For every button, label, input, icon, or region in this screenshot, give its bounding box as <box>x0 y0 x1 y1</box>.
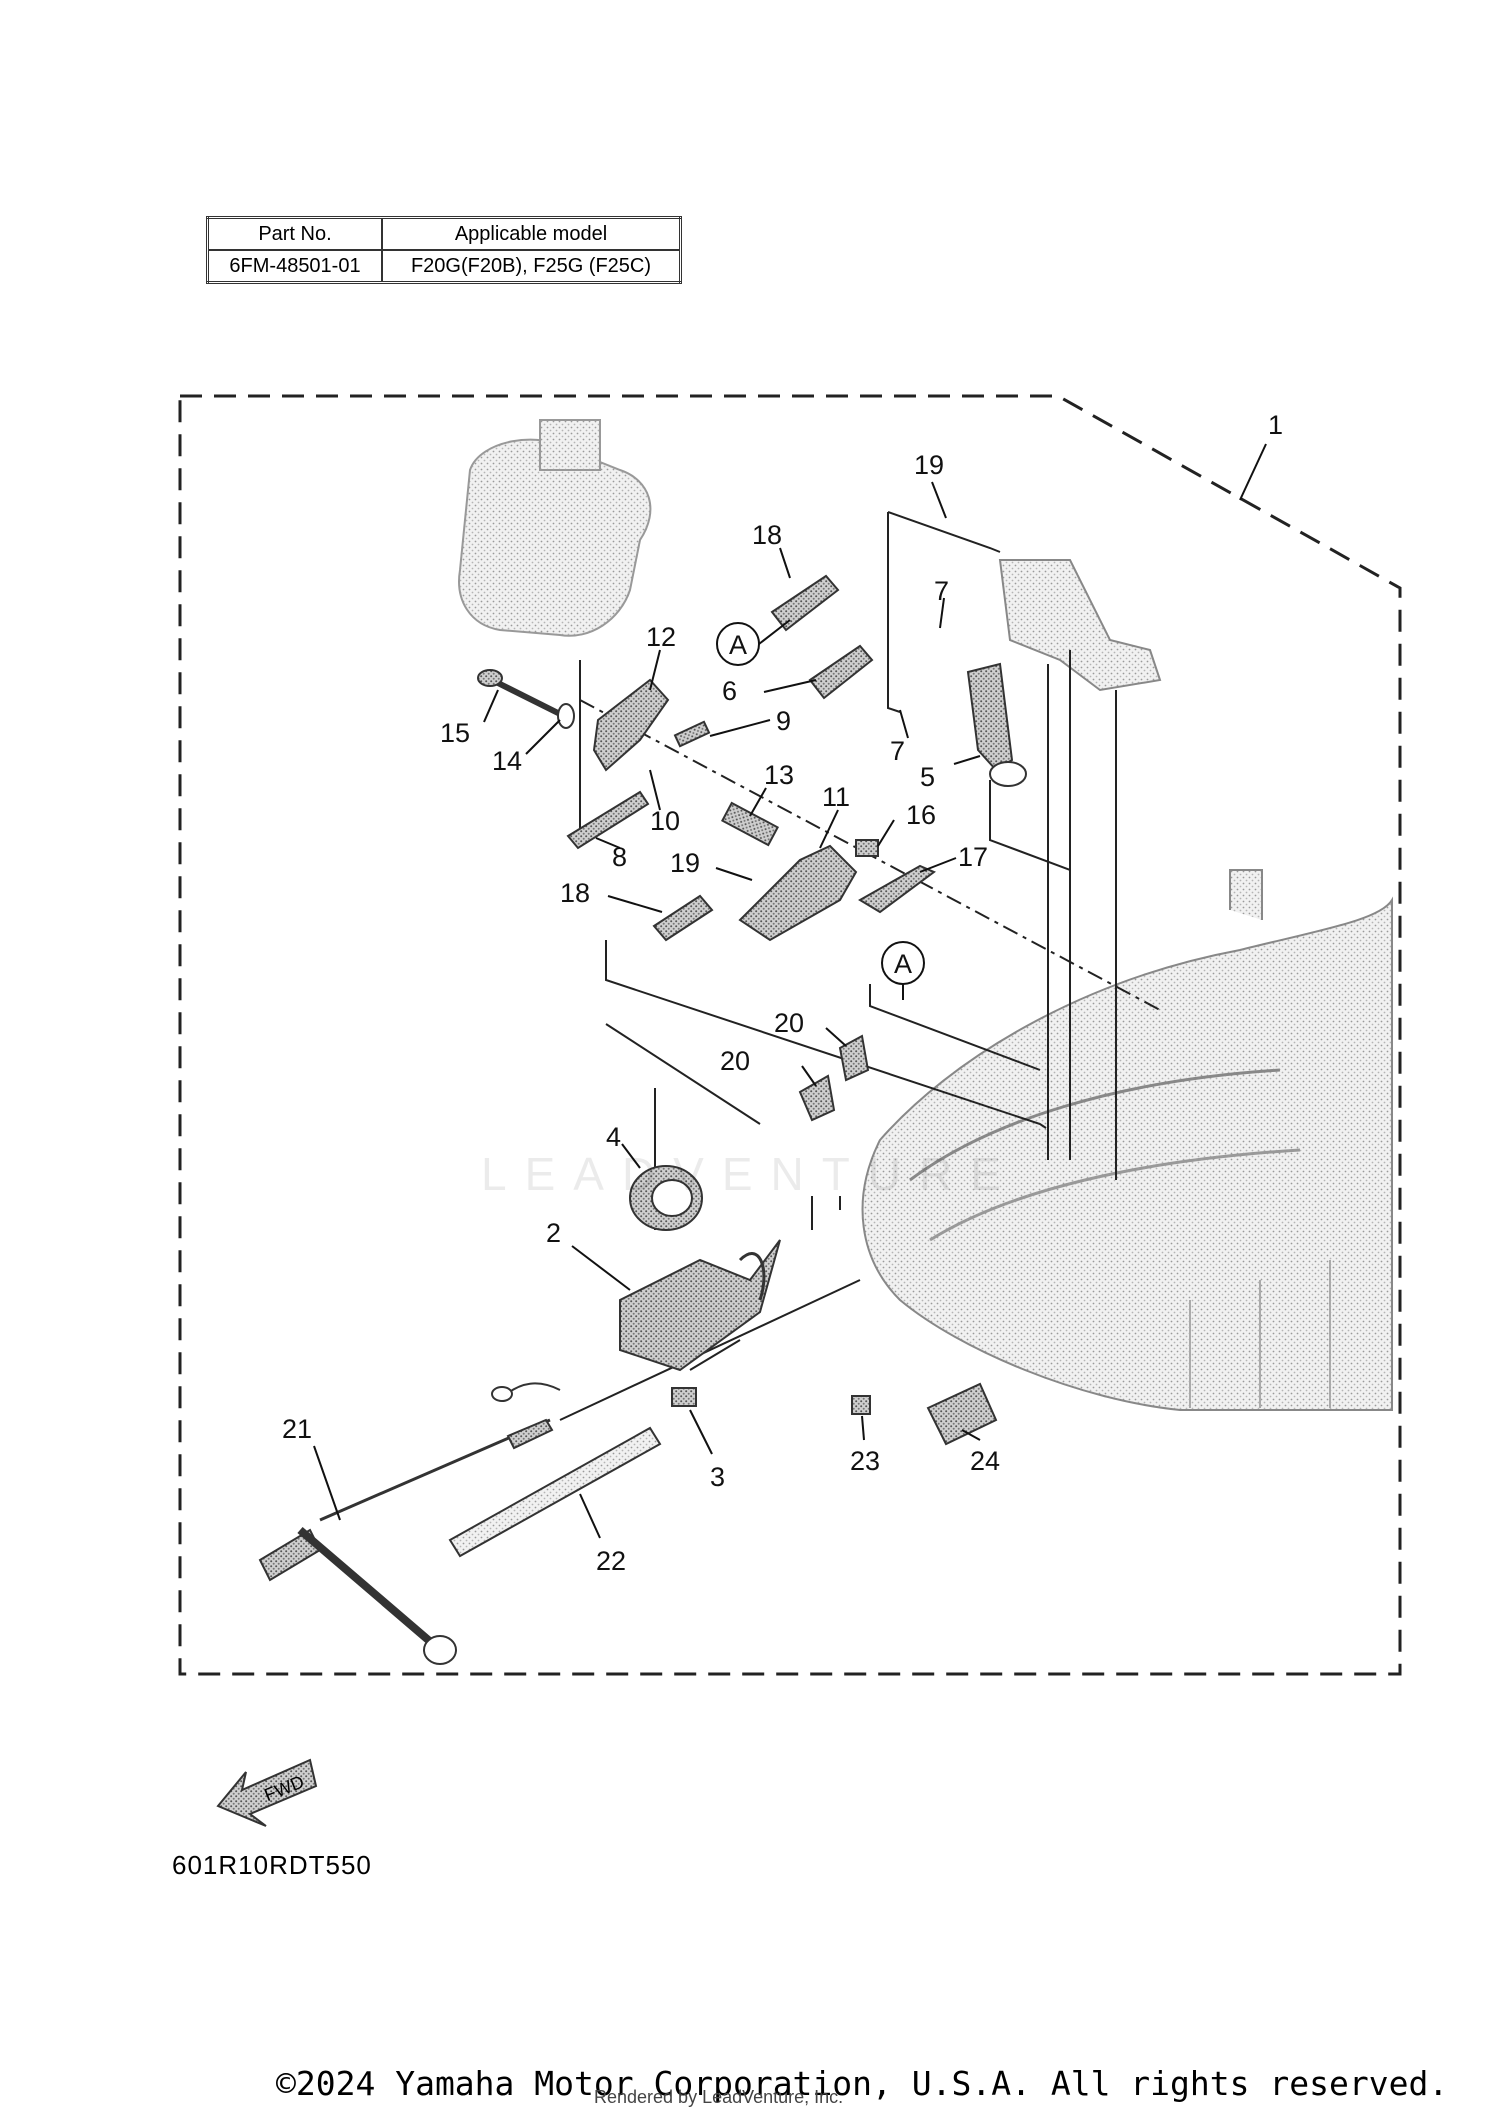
callout-7a: 7 <box>934 576 949 606</box>
watermark-text: LEADVENTURE <box>481 1148 1019 1200</box>
reference-a-marker-1: A <box>716 619 791 666</box>
callout-1: 1 <box>1268 410 1283 440</box>
table-header-row: Part No. Applicable model <box>206 216 682 251</box>
cell-part-no: 6FM-48501-01 <box>206 249 383 284</box>
part-8-link <box>566 790 650 850</box>
drawing-code: 601R10RDT550 <box>172 1850 372 1880</box>
callout-7b: 7 <box>890 736 905 766</box>
callout-10: 10 <box>650 806 680 836</box>
part-15-bolt <box>477 669 562 717</box>
callout-16: 16 <box>906 800 936 830</box>
callout-leaders <box>313 443 1267 1539</box>
header-part-no: Part No. <box>206 216 383 251</box>
rendered-by-notice: Rendered by LeadVenture, Inc. <box>594 2087 844 2107</box>
part-6 <box>808 644 874 700</box>
part-14-washer <box>557 703 575 729</box>
forward-arrow: FWD <box>216 1758 318 1827</box>
part-4-seal <box>629 1165 703 1231</box>
throttle-link-rod <box>998 559 1162 692</box>
part-22-rod <box>448 1426 662 1558</box>
bottom-cowling <box>861 869 1393 1411</box>
callout-21: 21 <box>282 1414 312 1444</box>
table-row: 6FM-48501-01 F20G(F20B), F25G (F25C) <box>206 249 682 284</box>
part-21-harness <box>258 1382 561 1665</box>
callout-14: 14 <box>492 746 522 776</box>
callout-9: 9 <box>776 706 791 736</box>
callout-15: 15 <box>440 718 470 748</box>
reference-a-label-1: A <box>729 630 747 660</box>
part-2-bracket <box>619 1239 781 1372</box>
cell-applicable-model: F20G(F20B), F25G (F25C) <box>381 249 682 284</box>
part-11 <box>738 844 858 942</box>
applicable-model-table: Part No. Applicable model 6FM-48501-01 F… <box>206 216 682 284</box>
callout-19a: 19 <box>914 450 944 480</box>
part-23 <box>851 1395 871 1415</box>
callout-2: 2 <box>546 1218 561 1248</box>
part-18-upper <box>770 574 840 632</box>
part-20-clips <box>798 1034 870 1122</box>
part-16-bolt <box>855 839 879 857</box>
callout-5: 5 <box>920 762 935 792</box>
carburetor-illustration <box>458 419 652 637</box>
callout-12: 12 <box>646 622 676 652</box>
callout-18a: 18 <box>752 520 782 550</box>
callout-13: 13 <box>764 760 794 790</box>
reference-a-label-2: A <box>894 949 912 979</box>
callout-11: 11 <box>822 782 850 812</box>
part-12 <box>592 678 670 772</box>
copyright-notice: ©2024 Yamaha Motor Corporation, U.S.A. A… <box>276 2064 1449 2103</box>
assembly-boundary <box>178 394 1402 1676</box>
callout-17: 17 <box>958 842 988 872</box>
part-18-lower <box>652 894 714 942</box>
part-9-spring <box>673 720 711 748</box>
reference-a-marker-2: A <box>881 941 925 1000</box>
callout-6: 6 <box>722 676 737 706</box>
part-5-lever <box>966 662 1027 787</box>
part-3-bolt <box>671 1387 697 1407</box>
callout-22: 22 <box>596 1546 626 1576</box>
callout-18b: 18 <box>560 878 590 908</box>
part-24-connector <box>926 1382 998 1446</box>
callout-23: 23 <box>850 1446 880 1476</box>
callout-3: 3 <box>710 1462 725 1492</box>
callout-8: 8 <box>612 842 627 872</box>
callout-20b: 20 <box>774 1008 804 1038</box>
part-17-bracket <box>858 864 936 914</box>
header-applicable-model: Applicable model <box>381 216 682 251</box>
callout-20a: 20 <box>720 1046 750 1076</box>
part-13-sleeve <box>720 801 780 847</box>
callout-19b: 19 <box>670 848 700 878</box>
callout-24: 24 <box>970 1446 1000 1476</box>
callout-4: 4 <box>606 1122 621 1152</box>
